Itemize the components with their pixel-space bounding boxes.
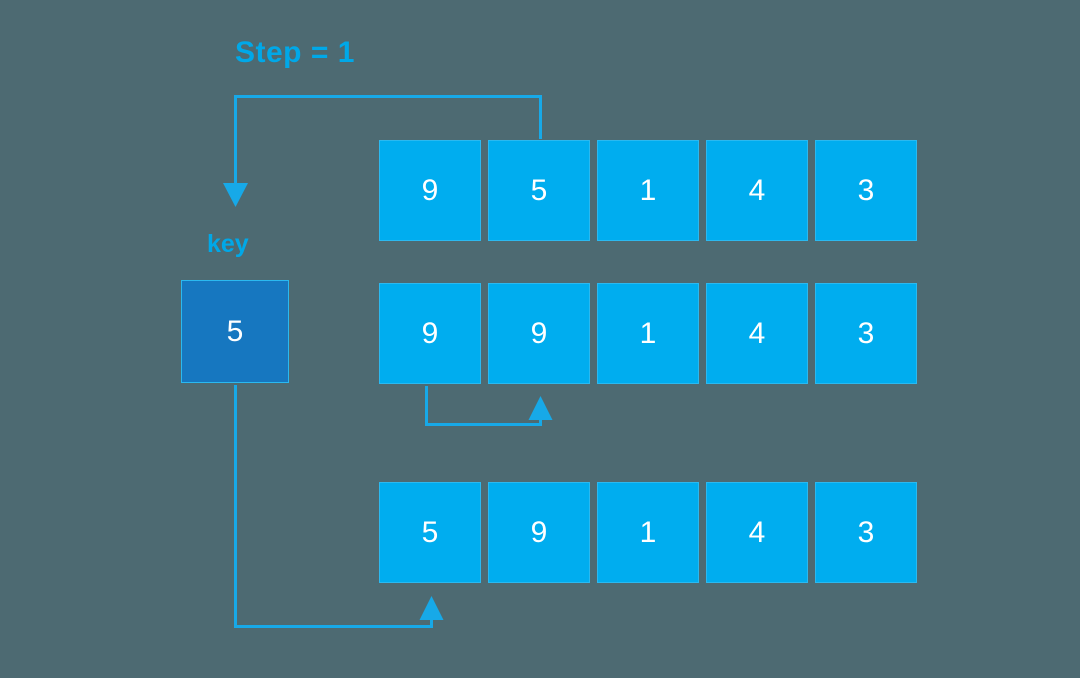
connector-insert-key-arrowhead	[419, 596, 444, 620]
array-cell-value: 9	[421, 316, 439, 350]
array-cell-value: 1	[639, 316, 657, 350]
connector-extract-key-arrowhead	[223, 183, 248, 207]
array-cell: 9	[488, 482, 590, 583]
array-cell-value: 4	[748, 173, 766, 207]
array-cell: 5	[379, 482, 481, 583]
array-cell: 9	[379, 283, 481, 384]
connector-shift-right-line	[425, 386, 542, 426]
array-cell: 5	[488, 140, 590, 241]
array-cell: 9	[488, 283, 590, 384]
array-cell: 3	[815, 283, 917, 384]
array-cell: 4	[706, 482, 808, 583]
array-row-initial: 9 5 1 4 3	[379, 140, 917, 241]
array-cell-value: 9	[421, 173, 439, 207]
array-cell-value: 9	[530, 316, 548, 350]
array-cell: 4	[706, 140, 808, 241]
key-box-value: 5	[226, 314, 244, 348]
array-row-shifted: 9 9 1 4 3	[379, 283, 917, 384]
array-cell-value: 1	[639, 173, 657, 207]
array-cell-value: 4	[748, 316, 766, 350]
array-cell-value: 3	[857, 173, 875, 207]
key-label: key	[207, 230, 249, 258]
array-cell: 3	[815, 140, 917, 241]
array-cell: 9	[379, 140, 481, 241]
array-cell-value: 3	[857, 515, 875, 549]
array-cell-value: 3	[857, 316, 875, 350]
array-cell: 3	[815, 482, 917, 583]
key-box: 5	[181, 280, 289, 383]
array-row-result: 5 9 1 4 3	[379, 482, 917, 583]
array-cell-value: 4	[748, 515, 766, 549]
array-cell-value: 5	[530, 173, 548, 207]
connector-shift-right	[425, 386, 553, 426]
array-cell-value: 1	[639, 515, 657, 549]
array-cell: 4	[706, 283, 808, 384]
array-cell: 1	[597, 482, 699, 583]
array-cell: 1	[597, 140, 699, 241]
step-label: Step = 1	[235, 36, 355, 69]
array-cell-value: 9	[530, 515, 548, 549]
connector-shift-right-arrowhead	[528, 396, 553, 420]
array-cell-value: 5	[421, 515, 439, 549]
array-cell: 1	[597, 283, 699, 384]
